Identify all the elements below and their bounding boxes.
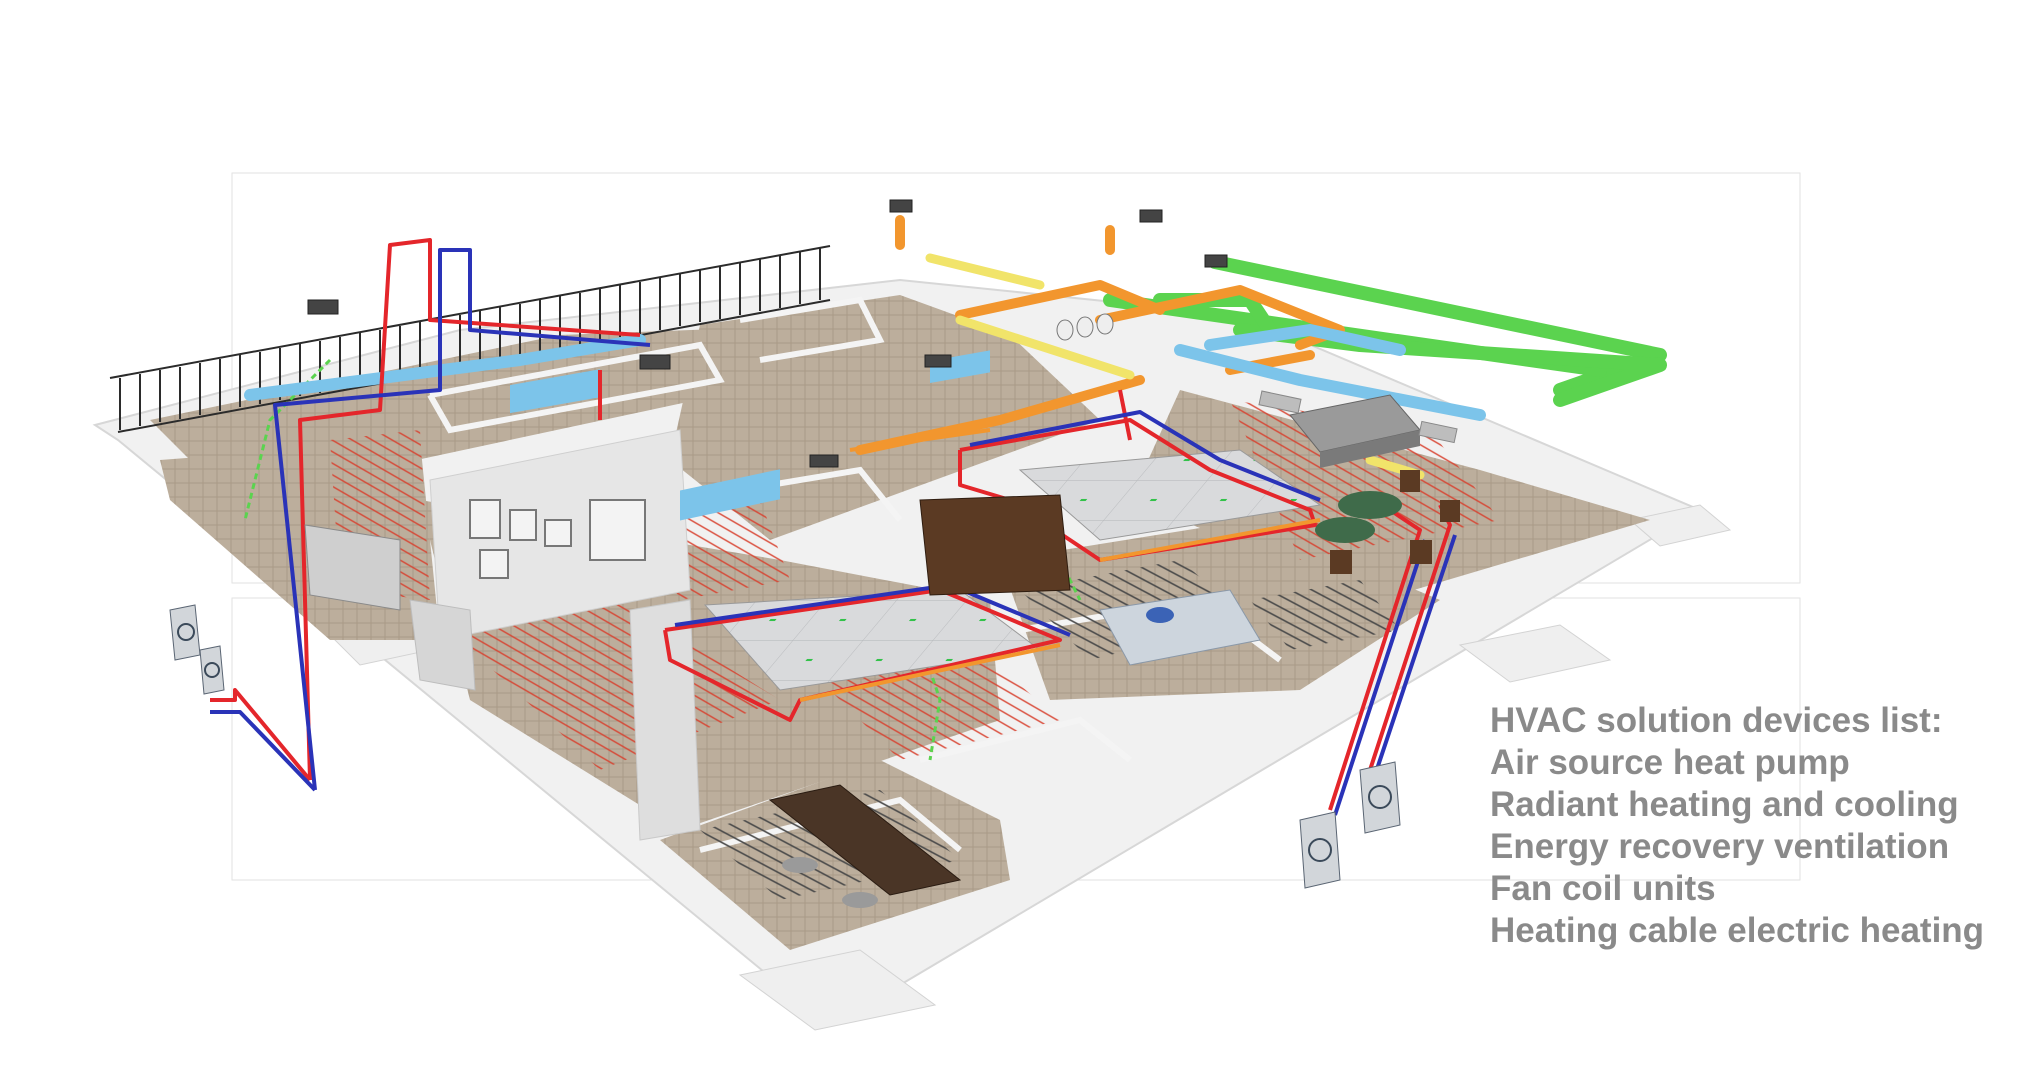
slab-tab: [1628, 504, 1732, 547]
heat-pump-outdoor-unit-icon: [1299, 761, 1401, 889]
interior-wall: [409, 599, 476, 691]
slab-tab: [738, 949, 937, 1031]
legend-item-heating-cable: Heating cable electric heating: [1490, 911, 1985, 950]
dining-chairs: [1330, 470, 1460, 574]
stool: [842, 892, 878, 908]
heating-cable-zone: [1250, 580, 1400, 650]
duct-silencer: [1258, 390, 1302, 414]
panel-supply-header: [799, 428, 1321, 702]
round-table: [1315, 517, 1375, 543]
slab-tab: [1458, 624, 1612, 683]
device-legend: HVAC solution devices list: Air source h…: [1490, 700, 2010, 952]
return-air-box: [510, 369, 600, 414]
floor-zone-back-left: [150, 325, 860, 470]
return-air-ducts: [244, 324, 1486, 421]
fan-coil-unit-icon: [307, 199, 1228, 468]
return-air-box: [680, 469, 780, 521]
stool: [782, 857, 818, 873]
vent-grille-icon: [1056, 313, 1114, 341]
vehicle-model: [1099, 589, 1261, 666]
radiant-ceiling-panel-icon: [703, 449, 1322, 691]
manifold-cabinet: [304, 524, 401, 611]
long-table: [768, 784, 962, 896]
legend-heading: HVAC solution devices list:: [1490, 701, 1943, 740]
legend-list: Air source heat pump Radiant heating and…: [1490, 742, 2010, 952]
legend-item-air-source-heat-pump: Air source heat pump: [1490, 743, 1850, 782]
heat-pump-outdoor-unit-icon: [169, 604, 225, 695]
radiant-floor-zone: [1230, 400, 1500, 560]
wall-frames: [469, 499, 646, 579]
wood-cabinet: [919, 494, 1071, 596]
legend-item-energy-recovery-ventilation: Energy recovery ventilation: [1490, 827, 1950, 866]
radiant-floor-zone: [450, 600, 780, 770]
radiant-floor-zone: [820, 650, 1060, 760]
duct-silencer: [1418, 420, 1458, 444]
legend-item-fan-coil-units: Fan coil units: [1490, 869, 1716, 908]
round-table: [1338, 491, 1402, 519]
interior-wall: [629, 599, 701, 841]
legend-item-radiant-heating-cooling: Radiant heating and cooling: [1490, 785, 1959, 824]
